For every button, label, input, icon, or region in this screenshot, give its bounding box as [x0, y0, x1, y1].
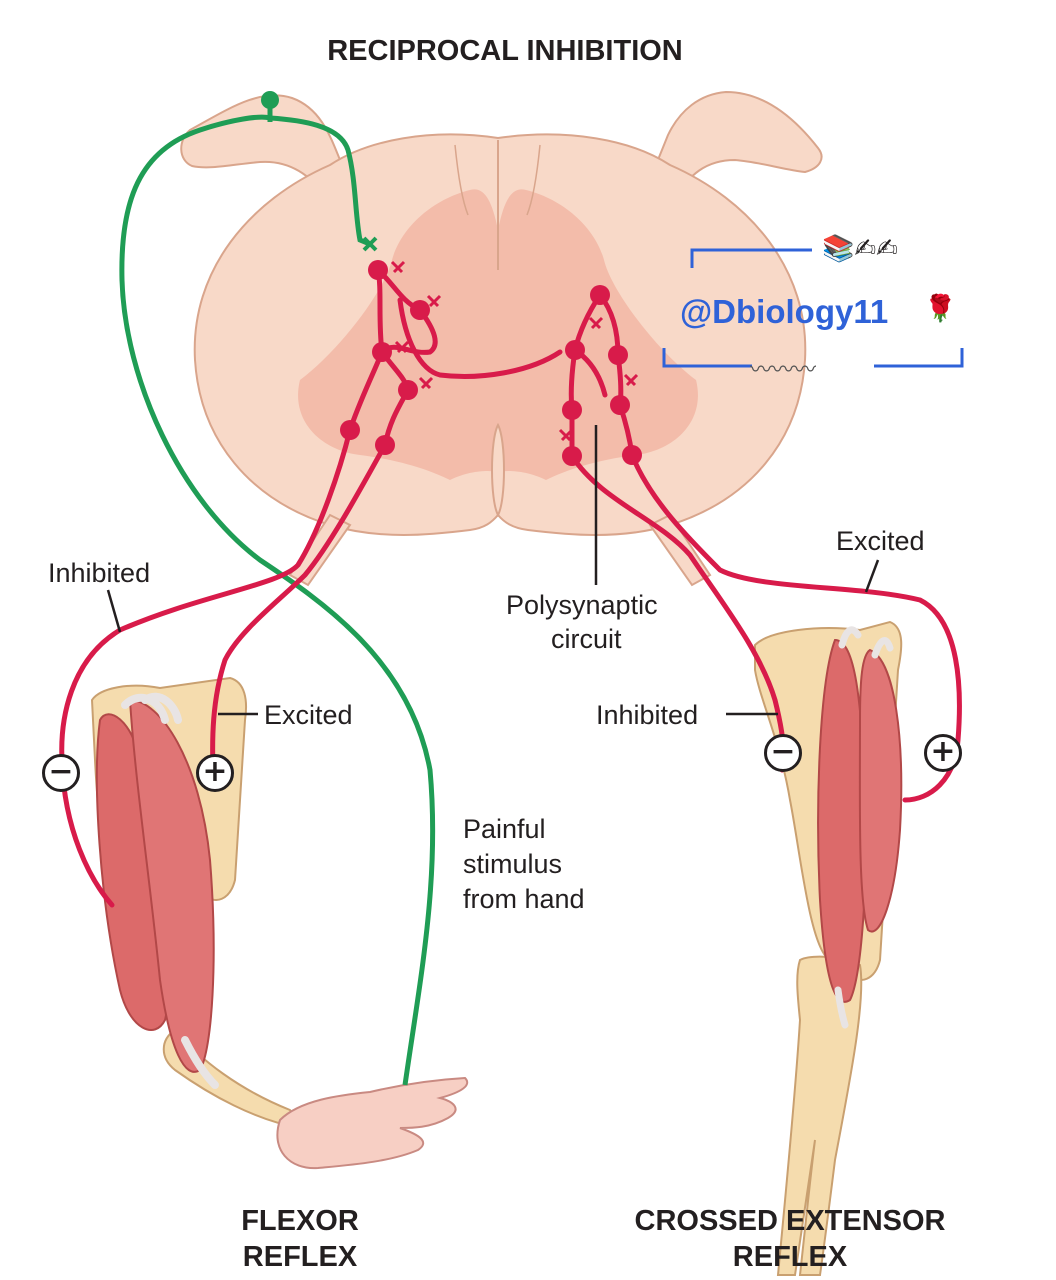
label-polysynaptic-1: Polysynaptic — [506, 590, 658, 620]
neuron-right-5 — [610, 395, 630, 415]
neuron-left-3 — [372, 342, 392, 362]
right-leg — [754, 620, 903, 1276]
watermark-flower-icon: 🌹 — [924, 294, 957, 324]
watermark-emoji-top: 📚✍✍ — [822, 234, 898, 264]
watermark-frame — [662, 248, 964, 368]
right-branch-a — [597, 292, 635, 458]
neuron-right-4 — [562, 400, 582, 420]
neuron-left-1 — [368, 260, 388, 280]
sensory-nerve — [119, 91, 436, 1086]
left-hand — [276, 1076, 469, 1170]
neuron-left-4 — [398, 380, 418, 400]
caption-flexor-1: FLEXOR — [241, 1205, 359, 1237]
left-interneuron-branch — [375, 267, 385, 355]
left-minus-sign: − — [42, 754, 80, 792]
dorsal-grooves — [454, 144, 541, 216]
spinal-cord-cross-section — [180, 90, 823, 587]
neuron-left-2 — [410, 300, 430, 320]
label-pointers — [106, 425, 880, 716]
label-stimulus-3: from hand — [463, 884, 585, 914]
synapse-terminals — [390, 260, 639, 442]
neuron-left-5 — [340, 420, 360, 440]
label-stimulus-2: stimulus — [463, 849, 563, 879]
label-left-inhibited: Inhibited — [48, 558, 151, 588]
neuron-right-7 — [622, 445, 642, 465]
right-plus-sign: + — [924, 734, 962, 772]
right-inhibited-motor-axon — [569, 453, 787, 773]
neuron-right-2 — [565, 340, 585, 360]
left-interneuron-chain — [347, 267, 438, 433]
left-plus-sign: + — [196, 754, 234, 792]
neuron-right-1 — [590, 285, 610, 305]
neuron-cell-bodies — [340, 260, 642, 466]
right-interneuron-chain — [568, 292, 603, 459]
left-excited-motor-axon — [210, 442, 388, 773]
left-tendon-top — [121, 692, 182, 724]
left-arm — [90, 676, 469, 1170]
neuron-left-6 — [375, 435, 395, 455]
pointer-left-inhibited — [106, 589, 122, 633]
sensory-ganglion-cell — [261, 91, 279, 109]
right-muscle-back — [858, 648, 903, 933]
pointer-right-excited — [864, 559, 880, 593]
right-minus-sign: − — [764, 734, 802, 772]
caption-crossed-1: CROSSED EXTENSOR — [634, 1205, 946, 1237]
sensory-branch-into-cord — [269, 115, 373, 248]
watermark-squiggle: 〰〰〰 — [750, 358, 817, 383]
neuron-right-3 — [608, 345, 628, 365]
left-tendon-bottom — [181, 1036, 219, 1089]
neuron-right-6 — [562, 446, 582, 466]
sensory-terminal — [362, 236, 378, 252]
label-right-inhibited: Inhibited — [596, 700, 699, 730]
label-polysynaptic-2: circuit — [551, 624, 622, 654]
caption-crossed-2: REFLEX — [732, 1241, 848, 1273]
watermark-handle: @Dbiology11 — [680, 293, 889, 330]
right-tendons — [834, 626, 894, 1029]
right-tibia-fibula — [776, 955, 863, 1276]
label-left-excited: Excited — [264, 700, 353, 730]
anterior-median-fissure — [491, 422, 505, 518]
right-muscle-front — [817, 638, 867, 1003]
caption-flexor-2: REFLEX — [242, 1241, 358, 1273]
diagram-title: RECIPROCAL INHIBITION — [327, 35, 683, 67]
left-commissural-fiber — [397, 297, 563, 379]
label-stimulus-1: Painful — [463, 814, 546, 844]
sensory-fiber — [119, 114, 436, 1086]
label-right-excited: Excited — [836, 526, 925, 556]
